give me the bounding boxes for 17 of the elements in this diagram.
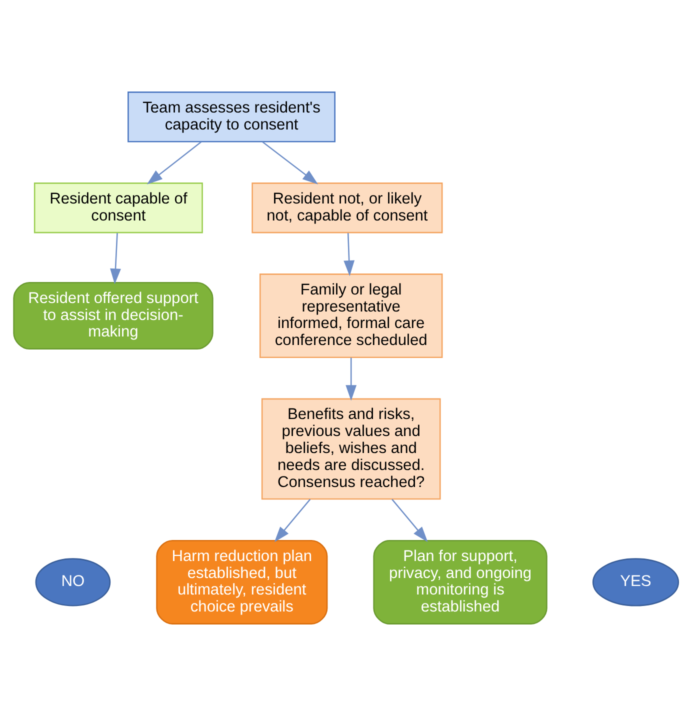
node-box: Harm reduction plan established, but ultimately, resident choice prevails	[156, 539, 328, 624]
node-box: Resident offered support to assist in decision-making	[13, 281, 214, 350]
node-box: Resident not, or likely not, capable of consent	[252, 182, 443, 233]
arrow	[110, 232, 121, 284]
arrow	[392, 498, 428, 542]
node-box: Family or legal representative informed, formal care conference scheduled	[259, 273, 443, 358]
node-box: Team assesses resident's capacity to consent	[128, 91, 336, 142]
arrow	[346, 357, 357, 400]
arrow	[274, 498, 311, 542]
node-ellipse: YES	[592, 558, 680, 606]
node-box: Resident capable of consent	[34, 182, 203, 233]
node-box: Plan for support, privacy, and ongoing monitoring is established	[373, 539, 548, 624]
arrow	[262, 140, 318, 184]
node-ellipse: NO	[35, 558, 111, 606]
node-box: Benefits and risks, previous values and beliefs, wishes and needs are discussed. Consensus reached?	[261, 398, 441, 500]
arrow	[344, 232, 355, 276]
arrow	[146, 140, 202, 184]
